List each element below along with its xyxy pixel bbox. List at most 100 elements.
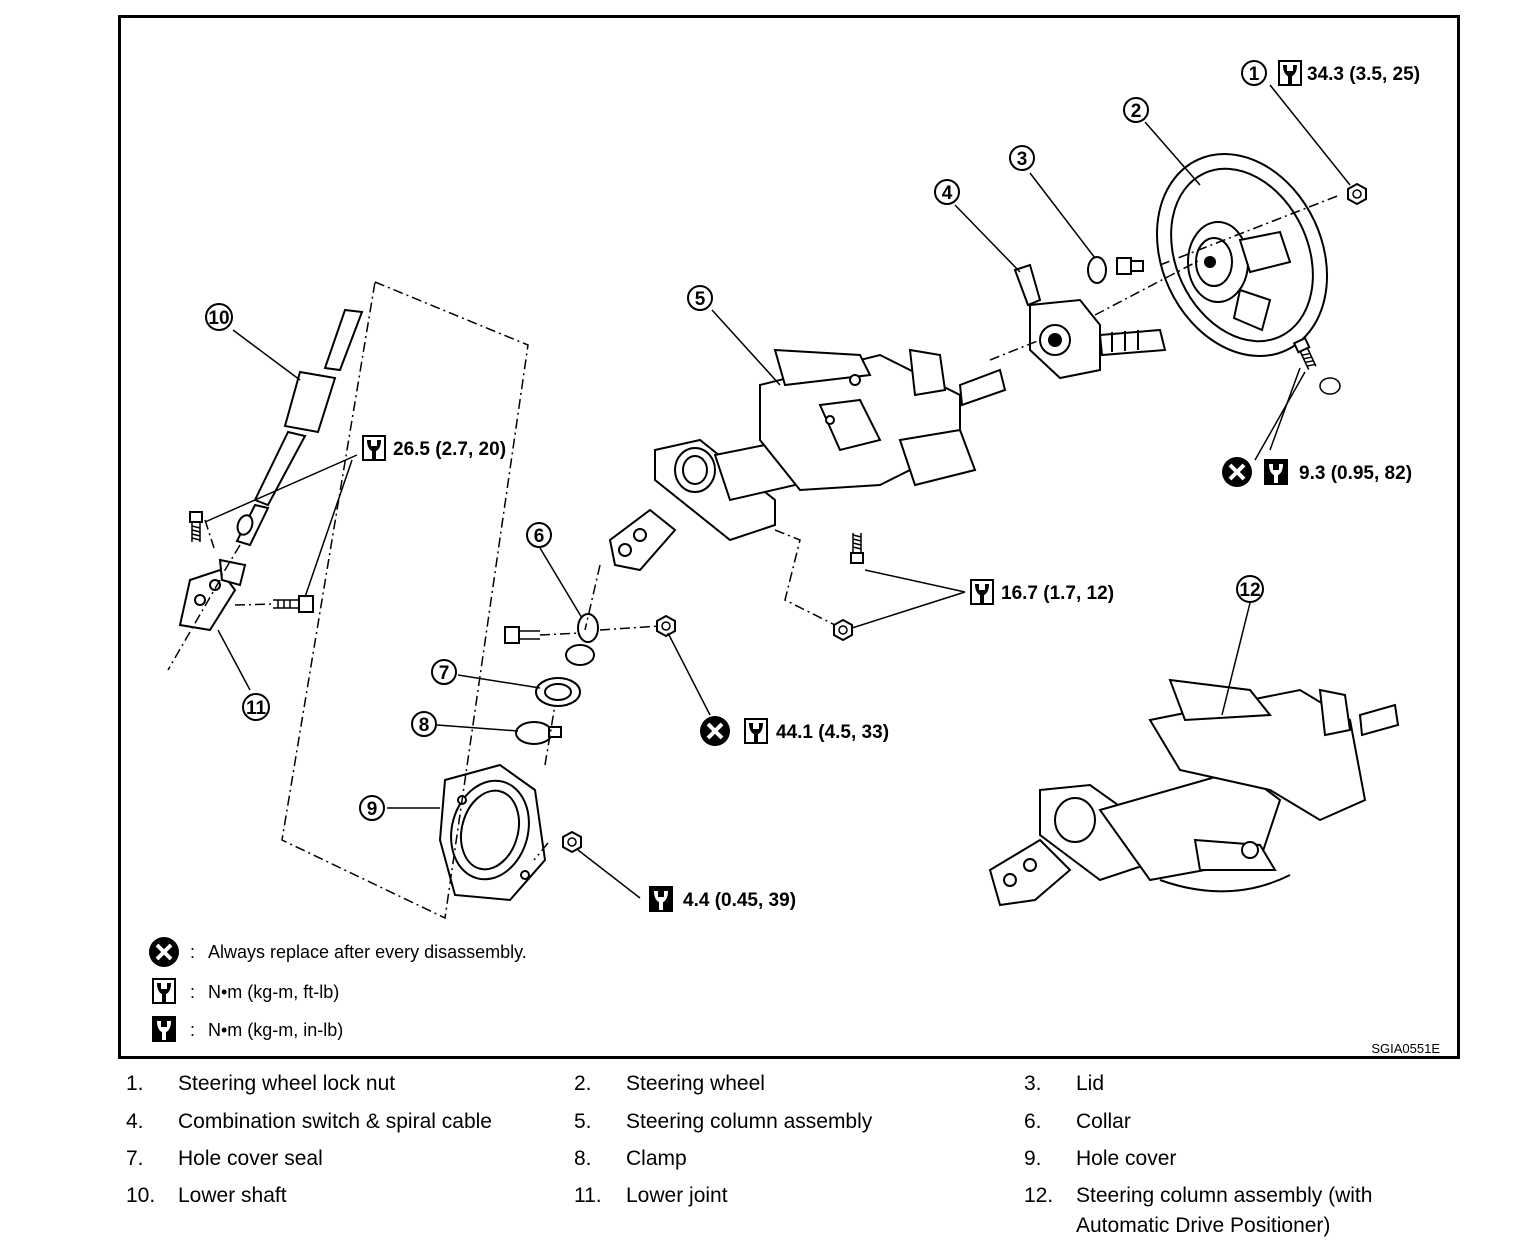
- svg-text:4.4 (0.45, 39): 4.4 (0.45, 39): [683, 890, 796, 911]
- part-name: Steering column assembly: [626, 1110, 873, 1133]
- replace-x-icon: [147, 935, 181, 969]
- part-name: Steering wheel: [626, 1072, 765, 1095]
- callout-3: 3: [1009, 145, 1035, 171]
- part-number: 5.: [574, 1110, 592, 1133]
- combination-switch: [1013, 263, 1167, 380]
- part-number: 1.: [126, 1072, 144, 1095]
- part-name: Steering column assembly (with: [1076, 1184, 1373, 1207]
- svg-text:N•m (kg-m, ft-lb): N•m (kg-m, ft-lb): [208, 982, 339, 1002]
- collar-bolt: [504, 626, 540, 644]
- leader-lines: [204, 84, 1351, 899]
- torque-wrench-inlb-icon: [649, 886, 673, 912]
- diagram-code: SGIA0551E: [1371, 1041, 1440, 1056]
- part-name: Hole cover: [1076, 1147, 1177, 1170]
- axis-lines: [167, 194, 1341, 920]
- column-bolt: [850, 532, 864, 564]
- svg-text:1: 1: [1249, 64, 1260, 85]
- steering-column-assembly: [654, 348, 1007, 542]
- svg-text::: :: [190, 1020, 195, 1040]
- part-number: 3.: [1024, 1072, 1042, 1095]
- part-name: Collar: [1076, 1110, 1131, 1133]
- svg-text:16.7 (1.7, 12): 16.7 (1.7, 12): [1001, 583, 1114, 604]
- parts-list: 1. Steering wheel lock nut 2. Steering w…: [0, 1066, 1520, 1246]
- svg-text:2: 2: [1131, 101, 1142, 122]
- part-name: Lower shaft: [178, 1184, 287, 1207]
- torque-label-5: 44.1 (4.5, 33): [698, 714, 889, 748]
- svg-text:4: 4: [942, 183, 953, 204]
- part-name-line-2: Automatic Drive Positioner): [1076, 1214, 1331, 1237]
- legend-row-inlb: : N•m (kg-m, in-lb): [152, 1016, 343, 1042]
- svg-text:10: 10: [208, 308, 229, 329]
- hole-cover-nut-icon: [562, 831, 582, 853]
- part-number: 8.: [574, 1147, 592, 1170]
- torque-label-2: 26.5 (2.7, 20): [362, 435, 506, 461]
- legend-row-ftlb: : N•m (kg-m, ft-lb): [152, 978, 339, 1004]
- exploded-view-diagram: 1 2 3 4 5 6 7 8 9 10 11 12: [147, 60, 1440, 1056]
- svg-text:7: 7: [439, 663, 450, 684]
- part-name: Lid: [1076, 1072, 1105, 1095]
- part-name: Hole cover seal: [178, 1147, 323, 1170]
- part-name: Steering wheel lock nut: [178, 1072, 396, 1095]
- svg-text:44.1 (4.5, 33): 44.1 (4.5, 33): [776, 722, 889, 743]
- callout-1: 1: [1241, 60, 1267, 86]
- collar: [565, 613, 599, 666]
- callout-11: 11: [242, 693, 270, 721]
- part-number: 12.: [1024, 1184, 1054, 1207]
- part-number: 2.: [574, 1072, 592, 1095]
- part-name: Clamp: [626, 1147, 687, 1170]
- clamp: [515, 721, 562, 745]
- lid: [1087, 256, 1144, 284]
- lower-shaft: [235, 308, 364, 547]
- callout-5: 5: [687, 285, 713, 311]
- callout-12: 12: [1236, 575, 1264, 603]
- svg-text::: :: [190, 982, 195, 1002]
- legend-row-replace: : Always replace after every disassembly…: [147, 935, 527, 969]
- svg-text:11: 11: [246, 698, 267, 719]
- column-nut-icon: [833, 619, 853, 641]
- svg-text:26.5 (2.7, 20): 26.5 (2.7, 20): [393, 439, 506, 460]
- part-number: 4.: [126, 1110, 144, 1133]
- replace-x-icon: [698, 714, 732, 748]
- hole-cover: [438, 763, 547, 902]
- svg-text:8: 8: [419, 715, 430, 736]
- part-number: 10.: [126, 1184, 156, 1207]
- torque-label-6: 4.4 (0.45, 39): [649, 886, 796, 912]
- part-number: 6.: [1024, 1110, 1042, 1133]
- callout-10: 10: [205, 303, 233, 331]
- steering-wheel: [1155, 153, 1329, 357]
- svg-text:N•m (kg-m, in-lb): N•m (kg-m, in-lb): [208, 1020, 343, 1040]
- part-name: Combination switch & spiral cable: [178, 1110, 492, 1133]
- torque-label-4: 16.7 (1.7, 12): [970, 579, 1114, 605]
- part-name: Lower joint: [626, 1184, 728, 1207]
- svg-text:9: 9: [367, 799, 378, 820]
- torque-wrench-icon: [152, 978, 176, 1004]
- wheel-bolt: [1293, 337, 1341, 395]
- svg-text:5: 5: [695, 289, 706, 310]
- torque-wrench-icon: [970, 579, 994, 605]
- callout-2: 2: [1123, 97, 1149, 123]
- part-number: 11.: [574, 1184, 602, 1207]
- lower-bolt-2: [273, 595, 314, 613]
- callout-6: 6: [526, 522, 552, 548]
- callout-9: 9: [359, 795, 385, 821]
- diagram-frame: [118, 15, 1460, 1059]
- callout-7: 7: [431, 659, 457, 685]
- svg-text::: :: [190, 942, 195, 962]
- torque-wrench-icon: [744, 718, 768, 744]
- lower-bolt-1: [189, 511, 203, 543]
- steering-column-adp: [988, 678, 1400, 907]
- svg-text:9.3 (0.95, 82): 9.3 (0.95, 82): [1299, 463, 1412, 484]
- torque-wrench-icon: [362, 435, 386, 461]
- lower-joint: [178, 558, 247, 632]
- torque-wrench-inlb-icon: [152, 1016, 176, 1042]
- part-number: 9.: [1024, 1147, 1042, 1170]
- collar-nut-icon: [656, 615, 676, 637]
- callout-8: 8: [411, 711, 437, 737]
- lock-nut-icon: [1347, 183, 1367, 205]
- torque-label-3: 9.3 (0.95, 82): [1220, 455, 1412, 489]
- svg-text:12: 12: [1239, 580, 1260, 601]
- replace-x-icon: [1220, 455, 1254, 489]
- torque-wrench-inlb-icon: [1264, 459, 1288, 485]
- torque-wrench-icon: [1278, 60, 1302, 86]
- svg-text:Always replace after every dis: Always replace after every disassembly.: [208, 942, 527, 962]
